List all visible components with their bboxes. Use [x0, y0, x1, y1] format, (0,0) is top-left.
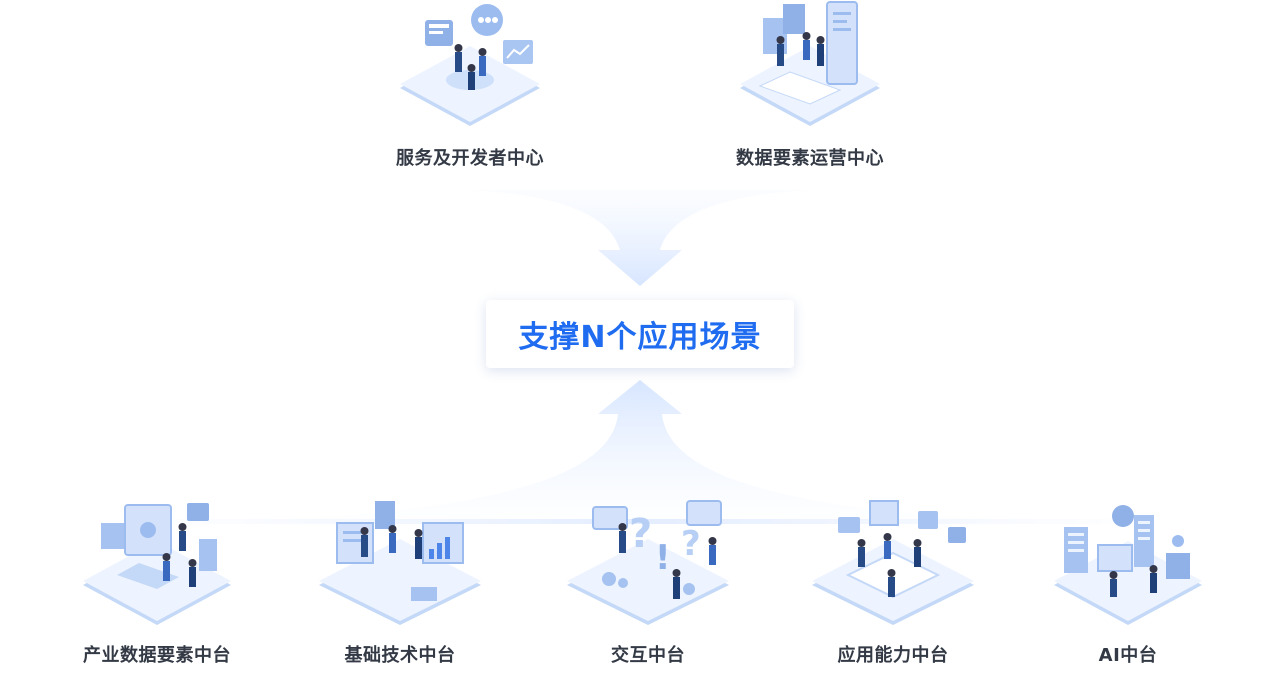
industry-data-illustration-icon [83, 503, 231, 625]
center-scenario-box: 支撑N个应用场景 [486, 300, 794, 368]
interaction-illustration-icon: ? ! ? [567, 500, 729, 625]
node-label: 基础技术中台 [344, 645, 456, 666]
svg-text:!: ! [655, 538, 671, 578]
ai-illustration-icon [1054, 505, 1202, 625]
node-label: AI中台 [1098, 645, 1158, 666]
node-service-developer-center: 服务及开发者中心 [370, 0, 570, 170]
node-label: 交互中台 [611, 645, 685, 666]
up-arrow [290, 380, 990, 520]
center-label: 支撑N个应用场景 [518, 320, 762, 355]
node-industry-data-platform: 产业数据要素中台 [57, 497, 257, 667]
svg-text:?: ? [681, 524, 701, 564]
app-capability-illustration-icon [812, 500, 974, 625]
data-operations-illustration-icon [740, 1, 880, 126]
basic-tech-illustration-icon [319, 501, 481, 625]
down-arrow [470, 190, 810, 286]
svg-text:?: ? [629, 511, 652, 557]
service-developer-illustration-icon [400, 4, 540, 126]
node-ai-platform: AI中台 [1028, 497, 1228, 667]
node-label: 数据要素运营中心 [736, 148, 884, 169]
node-basic-tech-platform: 基础技术中台 [300, 497, 500, 667]
node-interaction-platform: ? ! ? 交互中台 [548, 497, 748, 667]
node-label: 服务及开发者中心 [396, 148, 544, 169]
bottom-connector-line [120, 519, 1160, 524]
node-label: 产业数据要素中台 [83, 645, 231, 666]
node-app-capability-platform: 应用能力中台 [793, 497, 993, 667]
node-label: 应用能力中台 [837, 645, 949, 666]
node-data-operations-center: 数据要素运营中心 [710, 0, 910, 170]
